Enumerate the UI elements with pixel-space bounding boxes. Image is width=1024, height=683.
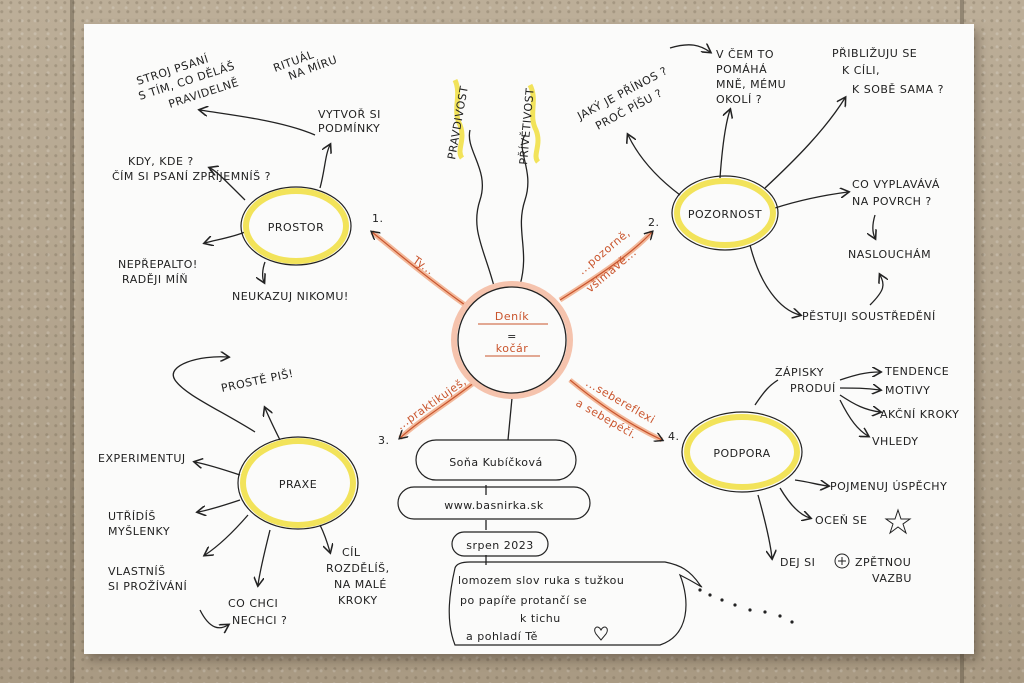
- trail-dots: [698, 588, 794, 624]
- center-node: Deník = kočár: [451, 281, 573, 399]
- note: POJMENUJ ÚSPĚCHY: [830, 480, 947, 493]
- author-name: Soňa Kubíčková: [449, 456, 543, 469]
- hub-pozornost: POZORNOST: [671, 175, 779, 251]
- note: CO VYPLAVÁVÁ: [852, 178, 940, 191]
- center-equals: =: [507, 330, 517, 343]
- note: OKOLÍ ?: [716, 93, 762, 106]
- note: V ČEM TO: [716, 48, 774, 61]
- note: SI PROŽÍVÁNÍ: [108, 580, 187, 593]
- note: OCEŇ SE: [815, 514, 867, 527]
- note: NA MALÉ: [334, 578, 387, 591]
- note: VAZBU: [872, 572, 912, 585]
- note: NECHCI ?: [232, 614, 287, 627]
- note: NEPŘEPALTO!: [118, 258, 198, 271]
- hub-label: PODPORA: [713, 447, 770, 460]
- note: NEUKAZUJ NIKOMU!: [232, 290, 349, 303]
- note: EXPERIMENTUJ: [98, 452, 186, 465]
- poem-line: k tichu: [520, 612, 561, 625]
- number-1: 1.: [372, 212, 384, 225]
- note: VLASTNÍŠ: [108, 565, 166, 578]
- poem-line: a pohladí Tě: [466, 630, 538, 643]
- note: KDY, KDE ?: [128, 155, 194, 168]
- note: VHLEDY: [872, 435, 918, 448]
- author-website: www.basnirka.sk: [444, 499, 544, 512]
- note: PĚSTUJI SOUSTŘEDĚNÍ: [802, 310, 936, 323]
- note: VYTVOŘ SI: [318, 108, 381, 121]
- note: PODMÍNKY: [318, 122, 380, 135]
- hub-label: PROSTOR: [268, 221, 324, 234]
- note: PŘIBLIŽUJU SE: [832, 47, 917, 60]
- note: MNĚ, MÉMU: [716, 78, 786, 91]
- note: AKČNÍ KROKY: [880, 408, 959, 421]
- plus-icon: [838, 557, 846, 565]
- note: NASLOUCHÁM: [848, 248, 931, 261]
- hub-prostor: PROSTOR: [240, 186, 352, 266]
- hub-praxe: PRAXE: [237, 436, 359, 530]
- prostor-notes: STROJ PSANÍ S TÍM, CO DĚLÁŠ PRAVIDELNĚ R…: [112, 48, 381, 303]
- note: TENDENCE: [884, 365, 949, 378]
- speech-bubble: [448, 561, 703, 646]
- heart-icon: [594, 626, 608, 641]
- hub-label: POZORNOST: [688, 208, 762, 221]
- plus-circle-icon: [834, 553, 850, 569]
- hub-podpora: PODPORA: [681, 411, 803, 493]
- note: ČÍM SI PSANÍ ZPŘÍJEMNÍŠ ?: [112, 170, 271, 183]
- note: DEJ SI: [780, 556, 815, 569]
- note: CÍL: [342, 546, 361, 559]
- pavement-seam: [70, 0, 74, 683]
- author-date: srpen 2023: [466, 539, 533, 552]
- hub-label: PRAXE: [279, 478, 317, 491]
- number-4: 4.: [668, 430, 680, 443]
- poem-line: po papíře protančí se: [460, 594, 587, 607]
- note: MYŠLENKY: [108, 525, 170, 538]
- note: UTŘÍDÍŠ: [108, 510, 156, 523]
- author-block: Soňa Kubíčková www.basnirka.sk srpen 202…: [397, 439, 794, 646]
- note: POMÁHÁ: [716, 63, 767, 76]
- note: MOTIVY: [885, 384, 930, 397]
- number-2: 2.: [648, 216, 660, 229]
- note: ROZDĚLÍŠ,: [326, 562, 390, 575]
- note: RADĚJI MÍŇ: [122, 273, 188, 286]
- note: ZÁPISKY: [775, 366, 824, 379]
- value-highlights: [452, 78, 541, 164]
- note: NA POVRCH ?: [852, 195, 932, 208]
- center-word-1: Deník: [495, 310, 529, 323]
- star-icon: [884, 508, 912, 535]
- note: ZPĚTNOU: [855, 556, 911, 569]
- poem-line: lomozem slov ruka s tužkou: [458, 574, 624, 587]
- note: KROKY: [338, 594, 378, 607]
- podpora-notes: ZÁPISKY PRODUÍ TENDENCE MOTIVY AKČNÍ KRO…: [775, 365, 959, 585]
- note: PRODUÍ: [790, 382, 836, 395]
- paper-sheet: [84, 24, 974, 654]
- orange-branches: [372, 230, 662, 443]
- note: K SOBĚ SAMA ?: [852, 83, 944, 96]
- value-pravdivost: PRAVDIVOST: [445, 85, 471, 161]
- center-word-2: kočár: [496, 342, 529, 355]
- branch-praktikujes: ...praktikuješ,: [394, 375, 469, 433]
- note: CO CHCI: [228, 597, 278, 610]
- note: PROSTĚ PIŠ!: [220, 367, 295, 395]
- note: K CÍLI,: [842, 64, 880, 77]
- number-3: 3.: [378, 434, 390, 447]
